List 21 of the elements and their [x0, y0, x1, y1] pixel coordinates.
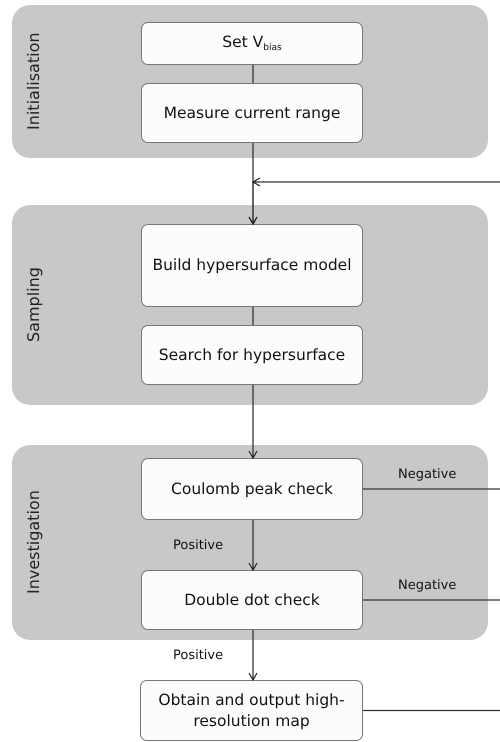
stage-band	[12, 445, 488, 640]
edge-label: Negative	[398, 467, 456, 482]
stage-heading: Investigation	[24, 490, 43, 596]
process-box: Obtain and output high-resolution map	[140, 680, 363, 741]
stage-heading: Sampling	[24, 266, 43, 344]
stage-heading: Initialisation	[24, 32, 43, 132]
stage-band	[12, 5, 488, 158]
connector-arrow	[248, 385, 258, 459]
process-box: Measure current range	[141, 83, 363, 143]
stage-band	[12, 205, 488, 405]
connector-arrow	[248, 178, 500, 225]
process-box: Coulomb peak check	[141, 458, 363, 520]
process-box: Search for hypersurface	[141, 325, 363, 385]
edge-label: Positive	[173, 648, 224, 663]
connector-arrow	[248, 520, 258, 571]
edge-label: Negative	[398, 578, 456, 593]
process-box: Set V$_{bias}$	[141, 22, 363, 65]
process-box: Double dot check	[141, 570, 363, 630]
edge-label: Positive	[173, 538, 224, 553]
process-box: Build hypersurface model	[141, 224, 363, 307]
connector-arrow	[248, 630, 258, 681]
